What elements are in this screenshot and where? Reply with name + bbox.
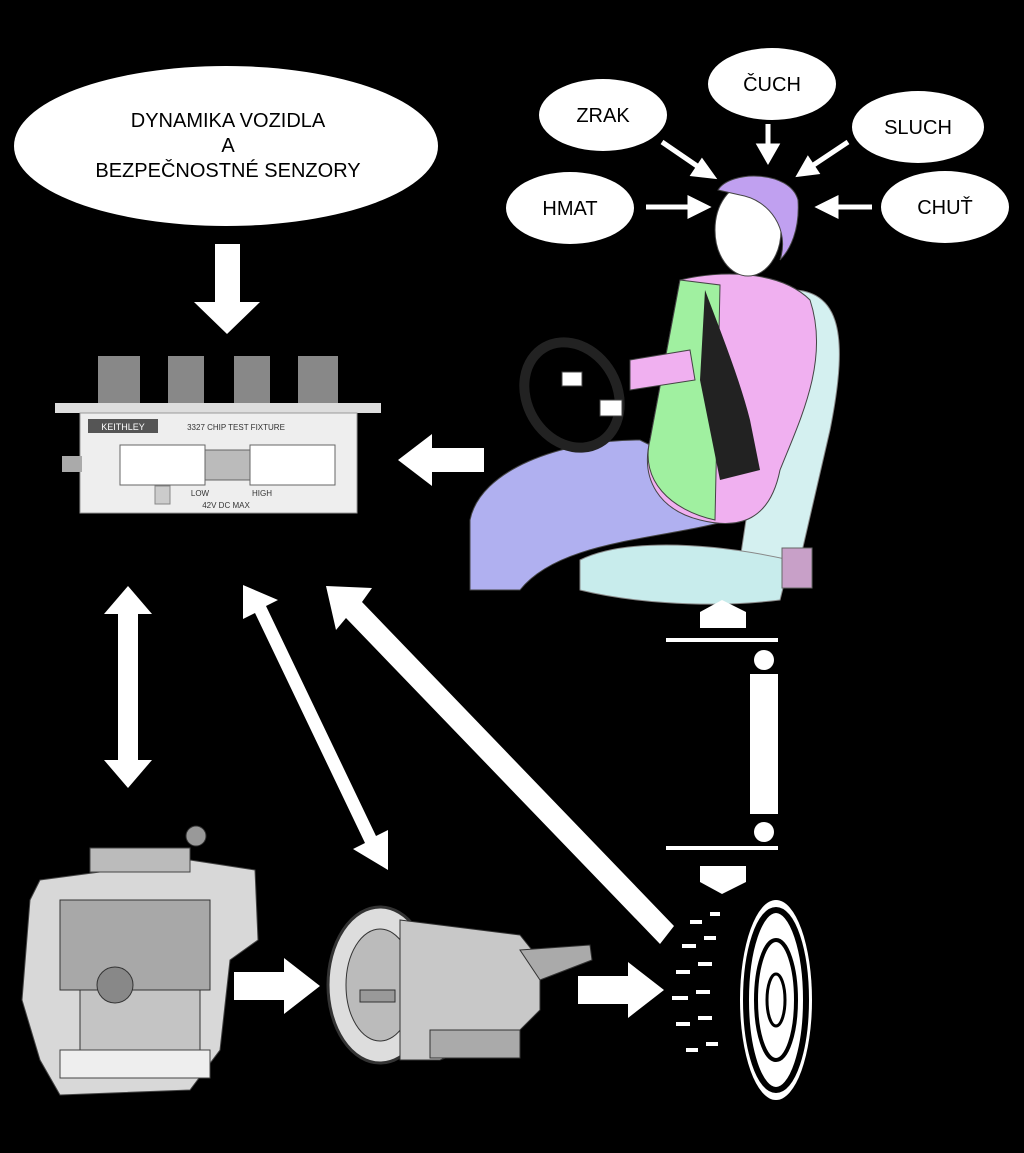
dynamics-bubble: [14, 66, 438, 226]
dynamics-down-arrow: [194, 244, 260, 334]
transmission-signals-group: SIGNÁLY STAVU PREVODOVKY: [186, 585, 388, 870]
steering-signals-line2: UHLU NATOČENIA: [802, 702, 978, 725]
brake-signals-line3: A BRZDENIA: [450, 671, 570, 693]
steering-column: SIGNÁLY UHLU NATOČENIA KOLIES A STAVU PO…: [666, 600, 978, 894]
controller-unit: KEITHLEY 3327 CHIP TEST FIXTURE LOW HIGH…: [55, 356, 381, 565]
controller-caption2: RIADIACA JEDNOTKA: [117, 543, 323, 565]
sense-cuch-bubble: [708, 48, 836, 120]
dynamics-line3: BEZPEČNOSTNÉ SENZORY: [95, 159, 360, 182]
sense-sluch-bubble: [852, 91, 984, 163]
brake-signals-line1: SIGNÁLY: [450, 622, 535, 645]
sense-zrak-label: ZRAK: [576, 105, 630, 127]
brake-signals-line2: ŠTEĽOVANIA PEDÁLU: [450, 646, 659, 669]
dynamics-group: DYNAMIKA VOZIDLA A BEZPEČNOSTNÉ SENZORY: [14, 66, 438, 334]
engine-to-transmission-arrow: [234, 958, 320, 1014]
engine-signals-group: SIGNÁLY STAVU MOTORA: [10, 586, 152, 788]
engine-signals-line1: SIGNÁLY: [10, 628, 95, 651]
sense-sluch-label: SLUCH: [884, 117, 952, 139]
controller-high: HIGH: [252, 489, 272, 498]
sense-hmat-label: HMAT: [542, 198, 597, 220]
transmission-signals-line1: SIGNÁLY: [186, 746, 271, 769]
senses-title: VSTUPY VODIČA: [709, 10, 872, 33]
wheel-label: KOLESÁ: [695, 1102, 776, 1125]
steering-signals-line4: PODVOZKU: [802, 751, 914, 773]
engine-image: MOTOR: [21, 825, 259, 1139]
transmission-signals-line3: PREVODOVKY: [186, 795, 326, 817]
driver-figure: [469, 175, 840, 605]
wheel-image: KOLESÁ: [672, 900, 812, 1125]
wheel-to-controller-arrow: [326, 586, 674, 944]
sense-hmat-bubble: [506, 172, 634, 244]
controller-caption1: MIKROPROCESOROVÁ: [109, 518, 332, 541]
driver-signals-line2: VODIČA: [398, 402, 475, 425]
driver-signals-line1: SIGNÁLY: [398, 378, 483, 401]
engine-signals-line3: MOTORA: [10, 677, 98, 699]
controller-low: LOW: [191, 489, 210, 498]
dynamics-line1: DYNAMIKA VOZIDLA: [131, 110, 326, 132]
controller-voltage: 42V DC MAX: [202, 501, 250, 510]
engine-label: MOTOR: [81, 1117, 155, 1139]
controller-brand: KEITHLEY: [101, 422, 145, 432]
controller-model: 3327 CHIP TEST FIXTURE: [187, 423, 285, 432]
transmission-signals-line2: STAVU: [186, 771, 250, 793]
transmission-label: PREVODOVKA: [418, 1103, 559, 1125]
senses-group: VSTUPY VODIČA ZRAK ČUCH SLUCH HMAT CHUŤ: [506, 10, 1009, 244]
sense-chut-label: CHUŤ: [917, 196, 973, 219]
steering-signals-line1: SIGNÁLY: [802, 678, 887, 701]
sense-zrak-bubble: [539, 79, 667, 151]
engine-signals-line2: STAVU: [10, 653, 74, 675]
sense-cuch-label: ČUCH: [743, 73, 801, 96]
steering-signals-line3: KOLIES A STAVU: [802, 727, 960, 749]
transmission-image: PREVODOVKA: [326, 905, 593, 1125]
engine-signals-arrow: [104, 586, 152, 788]
driver-signals-arrow: [398, 434, 484, 486]
transmission-signals-arrow: [243, 585, 388, 870]
transmission-to-wheel-arrow: [578, 962, 664, 1018]
dynamics-line2: A: [221, 135, 235, 157]
driver-signals-group: SIGNÁLY VODIČA: [398, 378, 484, 486]
brake-signals-group: SIGNÁLY ŠTEĽOVANIA PEDÁLU A BRZDENIA: [450, 622, 659, 693]
sense-arrows: [646, 124, 872, 220]
sense-chut-bubble: [881, 171, 1009, 243]
